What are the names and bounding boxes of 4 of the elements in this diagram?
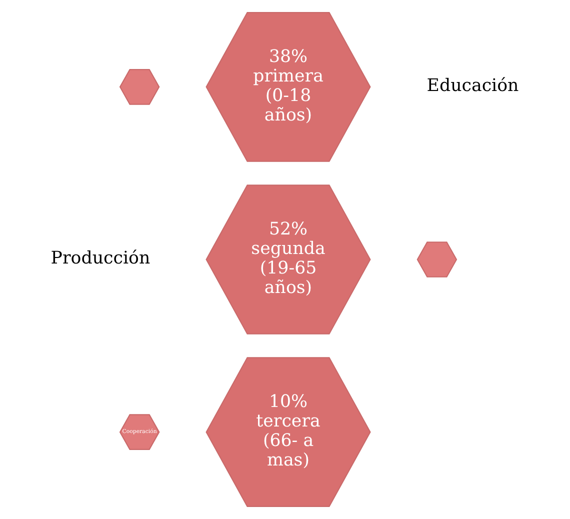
- node-label: Educación: [426, 76, 519, 96]
- node-hexagon: [416, 242, 458, 278]
- node-hexagon: [119, 69, 160, 105]
- node-label: Producción: [50, 248, 150, 269]
